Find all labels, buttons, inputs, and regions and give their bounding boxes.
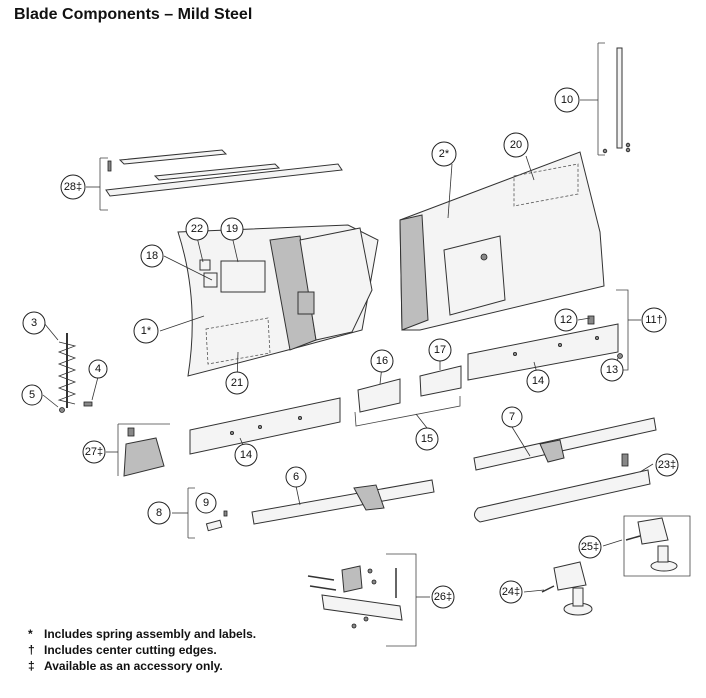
callout-14-left: 14 [234,443,258,467]
svg-text:1*: 1* [141,325,152,337]
callout-5: 5 [21,384,43,406]
svg-text:17: 17 [434,344,446,356]
callout-3: 3 [22,311,46,335]
part-edge-segment-17 [419,365,462,397]
svg-text:3: 3 [31,317,37,329]
callout-12: 12 [554,308,578,332]
svg-text:12: 12 [560,314,572,326]
callout-9: 9 [195,492,217,514]
part-center-cutting-edge [467,323,619,381]
svg-text:22: 22 [191,223,203,235]
footnotes: *Includes spring assembly and labels. †I… [28,626,256,674]
svg-text:26‡: 26‡ [434,591,452,603]
part-trip-blade [399,151,605,331]
callout-21: 21 [225,371,249,395]
callout-28: 28‡ [60,174,86,200]
svg-text:15: 15 [421,433,433,445]
svg-text:5: 5 [29,389,35,401]
callout-11: 11† [641,307,667,333]
callout-26: 26‡ [431,585,455,609]
part-pin [205,519,223,532]
callout-18: 18 [140,244,164,268]
callout-7: 7 [501,406,523,428]
svg-text:25‡: 25‡ [581,541,599,553]
svg-text:19: 19 [226,223,238,235]
svg-text:14: 14 [532,375,544,387]
part-shoe-24 [541,561,593,616]
svg-text:11†: 11† [645,314,663,326]
callout-22: 22 [185,217,209,241]
svg-text:23‡: 23‡ [658,459,676,471]
part-deflector [474,453,651,523]
callout-2: 2* [431,141,457,167]
page-title: Blade Components – Mild Steel [14,6,253,23]
svg-text:24‡: 24‡ [502,586,520,598]
callout-1: 1* [133,318,159,344]
part-clip [223,510,228,517]
callout-17: 17 [428,338,452,362]
callout-27: 27‡ [82,440,106,464]
part-edge-strips [99,149,343,211]
callout-6: 6 [285,466,307,488]
callout-25: 25‡ [578,535,602,559]
part-spring-assembly [57,333,77,408]
svg-text:27‡: 27‡ [85,446,103,458]
part-edge-nut [617,353,623,359]
callout-14-right: 14 [526,369,550,393]
callout-24: 24‡ [499,580,523,604]
svg-text:28‡: 28‡ [64,181,82,193]
part-washer [59,407,65,413]
callout-15: 15 [415,427,439,451]
part-main-blade [177,224,379,377]
callout-20: 20 [503,132,529,158]
part-edge-segment-16 [357,378,401,413]
part-extension-kit [307,553,417,647]
svg-text:14: 14 [240,449,252,461]
svg-text:18: 18 [146,250,158,262]
svg-text:21: 21 [231,377,243,389]
part-cutting-edge-left [189,397,341,455]
svg-text:7: 7 [509,411,515,423]
part-shoe-25 [623,515,691,577]
svg-text:4: 4 [95,363,101,375]
footnote-1: *Includes spring assembly and labels. [28,627,257,641]
svg-text:2*: 2* [439,148,450,160]
part-long-rod [597,42,631,156]
part-bolt [83,401,93,407]
svg-text:10: 10 [561,94,573,106]
part-blade-guide [117,423,170,477]
callout-8: 8 [147,501,171,525]
callout-13: 13 [600,358,624,382]
svg-text:16: 16 [376,355,388,367]
callout-16: 16 [370,349,394,373]
callout-19: 19 [220,217,244,241]
footnote-2: †Includes center cutting edges. [28,643,217,657]
part-edge-bolt [587,315,595,325]
svg-text:8: 8 [156,507,162,519]
svg-text:6: 6 [293,471,299,483]
svg-text:9: 9 [203,497,209,509]
callout-23: 23‡ [655,453,679,477]
callout-4: 4 [88,359,108,379]
svg-text:13: 13 [606,364,618,376]
callout-10: 10 [554,87,580,113]
part-mount-rail-right [473,417,657,471]
svg-text:20: 20 [510,139,522,151]
part-mount-rail-left [251,479,435,525]
footnote-3: ‡Available as an accessory only. [28,659,223,673]
